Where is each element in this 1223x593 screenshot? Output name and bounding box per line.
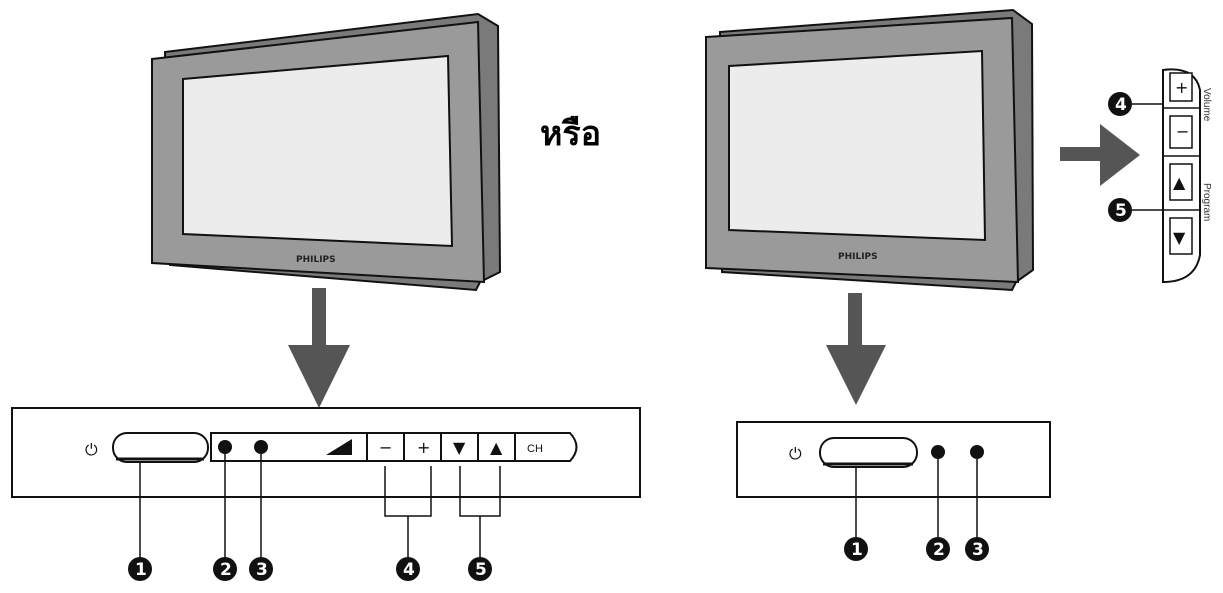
side-program-down-button[interactable] — [1169, 217, 1193, 255]
arrow-down-right — [826, 293, 886, 405]
callout-2-label: 2 — [220, 560, 232, 580]
control-bar-outline — [210, 432, 578, 462]
indicator-led-2 — [254, 440, 268, 454]
callout-right-1: 1 — [844, 537, 868, 561]
tv-left-brand: PHILIPS — [296, 255, 336, 265]
ch-label: CH — [527, 443, 543, 455]
callout-4-label: 4 — [403, 560, 415, 580]
callout-side-4-label: 4 — [1115, 95, 1127, 115]
indicator-led-right-1 — [931, 445, 945, 459]
side-control-panel: + − ▲ ▼ Volume Program — [1132, 68, 1212, 284]
callout-5-label: 5 — [475, 560, 487, 580]
side-volume-plus-symbol: + — [1175, 78, 1188, 97]
volume-plus-symbol: + — [417, 438, 430, 457]
side-program-down-symbol: ▼ — [1173, 228, 1186, 247]
side-volume-minus-symbol: − — [1176, 122, 1189, 141]
tv-left: PHILIPS — [151, 12, 502, 292]
tv-right-brand: PHILIPS — [838, 252, 878, 262]
side-program-label: Program — [1201, 183, 1212, 221]
tv-left-screen — [182, 54, 454, 248]
callout-2: 2 — [213, 557, 237, 581]
callout-right-2-label: 2 — [933, 540, 945, 560]
callout-3: 3 — [249, 557, 273, 581]
volume-minus-button[interactable]: − — [368, 434, 403, 460]
power-button[interactable] — [112, 432, 209, 463]
callout-side-4: 4 — [1108, 92, 1132, 116]
callout-right-2: 2 — [926, 537, 950, 561]
volume-minus-symbol: − — [379, 438, 392, 457]
callout-5: 5 — [468, 557, 492, 581]
control-strip-right: ⏻ — [736, 421, 1051, 540]
program-up-button[interactable]: ▲ — [479, 434, 514, 460]
power-button-right[interactable] — [819, 437, 918, 468]
power-icon-right: ⏻ — [789, 444, 802, 463]
callout-side-5-label: 5 — [1115, 201, 1127, 221]
callout-3-label: 3 — [256, 560, 268, 580]
indicator-led-right-2 — [970, 445, 984, 459]
volume-ramp-icon — [326, 439, 352, 455]
program-up-symbol: ▲ — [490, 438, 503, 457]
control-strip-left: ⏻ − + ▼ ▲ CH — [11, 407, 641, 560]
side-volume-label: Volume — [1201, 88, 1212, 122]
arrow-right-side — [1060, 124, 1140, 186]
side-program-up-button[interactable] — [1169, 163, 1193, 201]
callout-1-label: 1 — [135, 560, 147, 580]
program-down-symbol: ▼ — [453, 438, 466, 457]
power-icon: ⏻ — [85, 440, 98, 459]
program-down-button[interactable]: ▼ — [442, 434, 477, 460]
or-label: หรือ — [540, 114, 601, 154]
channel-button[interactable]: CH — [516, 434, 566, 460]
callout-4: 4 — [396, 557, 420, 581]
side-volume-minus-button[interactable] — [1169, 115, 1193, 149]
volume-plus-button[interactable]: + — [405, 434, 440, 460]
indicator-led-1 — [218, 440, 232, 454]
callout-right-3-label: 3 — [972, 540, 984, 560]
side-volume-plus-button[interactable] — [1169, 72, 1193, 102]
callout-side-5: 5 — [1108, 198, 1132, 222]
callout-1: 1 — [128, 557, 152, 581]
tv-right-screen — [728, 49, 987, 242]
side-program-up-symbol: ▲ — [1173, 173, 1186, 192]
callout-right-1-label: 1 — [851, 540, 863, 560]
arrow-down-left — [288, 288, 350, 408]
callout-right-3: 3 — [965, 537, 989, 561]
tv-right: PHILIPS — [705, 8, 1035, 292]
